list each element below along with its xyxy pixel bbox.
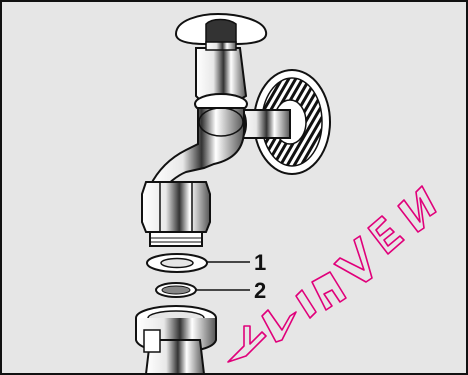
filter-icon	[156, 283, 196, 297]
spout-nut	[142, 182, 210, 246]
callout-1-label: 1	[254, 250, 266, 275]
washer-icon	[147, 254, 207, 272]
callout-2-label: 2	[254, 278, 266, 303]
